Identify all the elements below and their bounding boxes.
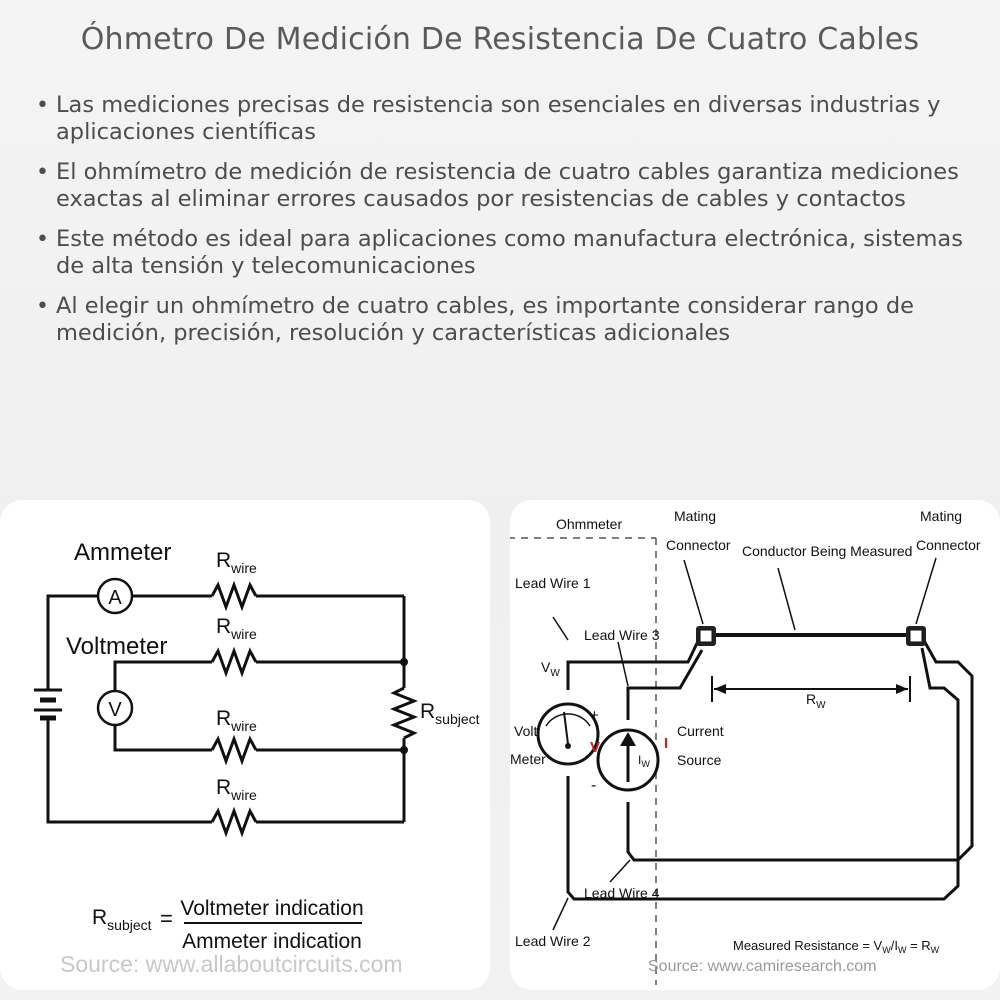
formula-lhs: Rsubject: [92, 906, 152, 933]
four-wire-circuit-card: A V Ammeter Voltmeter Rwire Rwire Rwire …: [0, 500, 490, 990]
junction-dot: [400, 746, 408, 754]
lead-wire-3-label: Lead Wire 3: [584, 627, 660, 643]
source-word-label: Source: [677, 752, 722, 768]
bullet-list: •Las mediciones precisas de resistencia …: [36, 92, 976, 360]
bullet-item: •Este método es ideal para aplicaciones …: [36, 226, 963, 279]
volt-label: Volt: [514, 723, 537, 739]
bullet-dot: •: [36, 227, 49, 252]
ammeter-icon: [96, 577, 134, 615]
mating-connector-right-label-2: Connector: [916, 537, 981, 553]
lead-wire-1-label: Lead Wire 1: [515, 575, 591, 591]
measured-resistance-formula: Measured Resistance = VW/IW = RW: [733, 938, 940, 955]
voltmeter-label: Voltmeter: [66, 633, 167, 660]
meter-label: Meter: [510, 751, 546, 767]
r-wire-label-3: Rwire: [216, 707, 257, 734]
bullet-dot: •: [36, 160, 49, 185]
source-credit-left: Source: www.allaboutcircuits.com: [60, 951, 403, 977]
mating-connector-left-label-2: Connector: [666, 537, 731, 553]
lead-wire-2-label: Lead Wire 2: [515, 933, 591, 949]
bullet-item: •Las mediciones precisas de resistencia …: [36, 92, 941, 145]
ammeter-label: Ammeter: [74, 539, 171, 566]
ohmmeter-diagram: Ohmmeter Mating Connector Mating Connect…: [510, 508, 981, 985]
mating-connector-right-label-1: Mating: [920, 508, 962, 524]
voltmeter-dial-icon: [536, 702, 600, 766]
ohmmeter-label: Ohmmeter: [556, 516, 622, 532]
source-credit-right: Source: www.camiresearch.com: [648, 958, 877, 975]
ohmmeter-card: Ohmmeter Mating Connector Mating Connect…: [510, 500, 1000, 990]
bullet-item: •Al elegir un ohmímetro de cuatro cables…: [36, 293, 914, 346]
r-wire-label-4: Rwire: [216, 776, 257, 803]
formula-equals: =: [160, 906, 173, 931]
vw-label: VW: [541, 659, 560, 679]
four-wire-circuit-diagram: A V Ammeter Voltmeter Rwire Rwire Rwire …: [34, 539, 480, 953]
formula-numerator: Voltmeter indication: [180, 897, 363, 920]
current-indicator: I: [664, 735, 668, 752]
r-wire-label-2: Rwire: [216, 615, 257, 642]
bullet-dot: •: [36, 294, 49, 319]
r-wire-label-1: Rwire: [216, 549, 257, 576]
bullet-dot: •: [36, 93, 49, 118]
current-label: Current: [677, 723, 724, 739]
page-title: Óhmetro De Medición De Resistencia De Cu…: [80, 22, 920, 57]
junction-dot: [400, 658, 408, 666]
lead-wire-4-label: Lead Wire 4: [584, 885, 660, 901]
conductor-label: Conductor Being Measured: [742, 543, 912, 559]
voltmeter-symbol: V: [108, 699, 122, 721]
plus-sign: +: [590, 707, 599, 724]
rw-label: RW: [806, 691, 826, 711]
bullet-item: •El ohmímetro de medición de resistencia…: [36, 159, 959, 212]
r-subject-label: Rsubject: [420, 700, 480, 727]
ammeter-symbol: A: [108, 587, 122, 609]
minus-sign: -: [591, 777, 596, 794]
mating-connector-left-label-1: Mating: [674, 508, 716, 524]
voltage-indicator: V: [590, 739, 600, 756]
voltmeter-icon: [96, 689, 134, 727]
formula-denominator: Ammeter indication: [182, 930, 362, 953]
iw-label: IW: [638, 753, 650, 769]
